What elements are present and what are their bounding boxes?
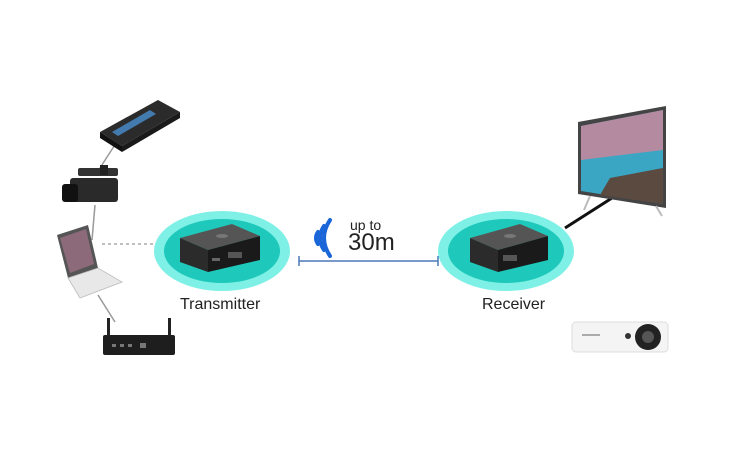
range-value: 30m bbox=[348, 229, 395, 256]
hdmi-switch-icon bbox=[100, 100, 180, 152]
wireless-signal-icon bbox=[314, 218, 332, 258]
projector-icon bbox=[571, 321, 669, 353]
tv-icon bbox=[578, 106, 666, 217]
tv-cable bbox=[564, 196, 613, 230]
camcorder-icon bbox=[62, 165, 118, 202]
transmitter-label: Transmitter bbox=[180, 296, 261, 313]
transmitter-device bbox=[154, 211, 290, 291]
range-prefix: up to bbox=[350, 217, 382, 233]
range-line bbox=[298, 256, 439, 266]
receiver-device bbox=[438, 211, 574, 291]
receiver-label: Receiver bbox=[482, 296, 546, 313]
router-icon bbox=[103, 318, 175, 355]
laptop-icon bbox=[57, 225, 123, 299]
